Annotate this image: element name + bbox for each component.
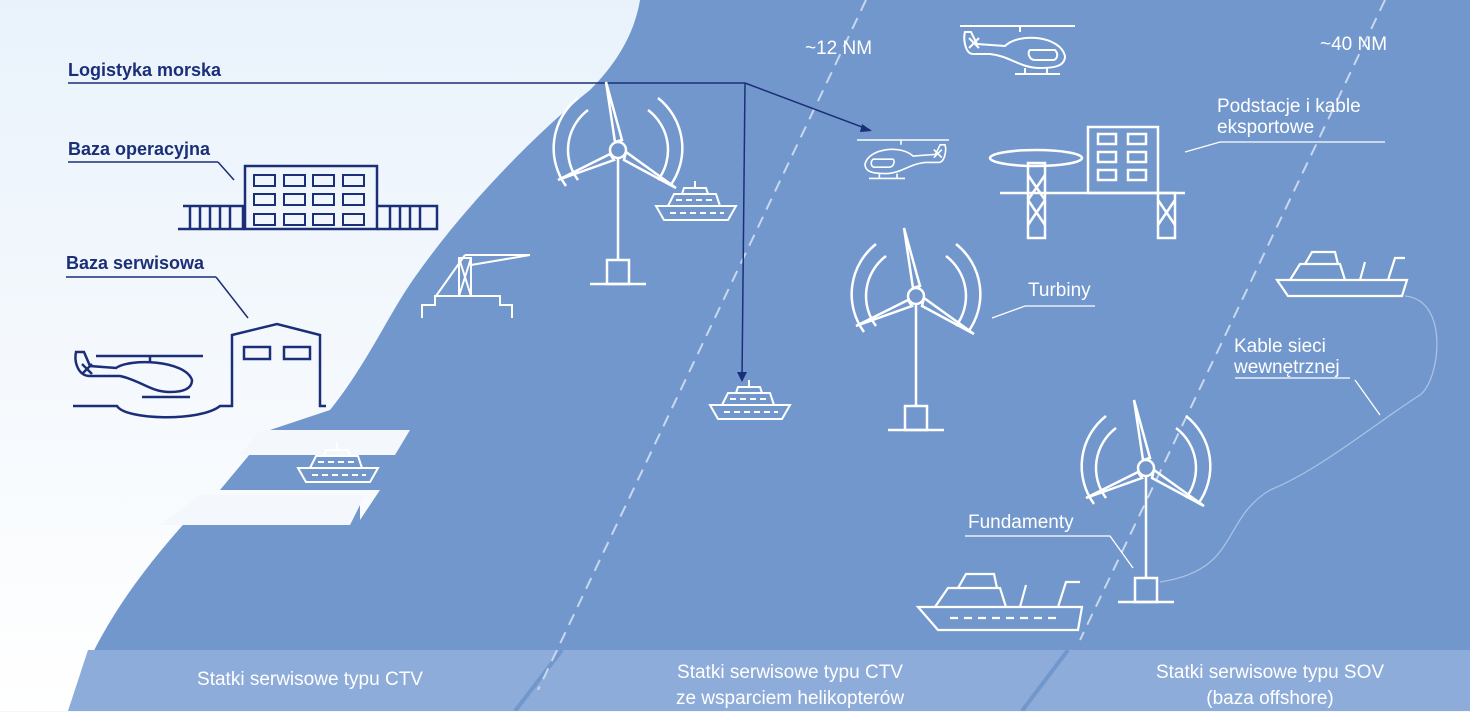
logistics-connector bbox=[68, 82, 871, 381]
substations-label-line2: eksportowe bbox=[1217, 117, 1315, 138]
40nm-boundary bbox=[1079, 0, 1386, 641]
substations-label: Podstacje i kable eksportowe bbox=[1217, 96, 1361, 138]
12nm-label: ~12 NM bbox=[805, 38, 873, 59]
zone-divider bbox=[513, 648, 564, 711]
zone-ctv-heli-subtitle: ze wsparciem helikopterów bbox=[675, 688, 905, 709]
service-base-pointer bbox=[66, 276, 249, 319]
substation-icon bbox=[988, 125, 1185, 240]
zone-sov: Statki serwisowe typu SOV (baza offshore… bbox=[1080, 660, 1460, 712]
substations-label-line1: Podstacje i kable bbox=[1217, 96, 1361, 117]
array-cables-label-line1: Kable sieci bbox=[1234, 336, 1326, 357]
foundations-label: Fundamenty bbox=[968, 512, 1074, 533]
operations-base-label: Baza operacyjna bbox=[68, 139, 211, 159]
pier bbox=[160, 495, 365, 525]
zone-divider bbox=[1020, 648, 1070, 711]
zone-ctv-heli-title: Statki serwisowe typu CTV bbox=[677, 662, 903, 683]
zone-ctv-heli: Statki serwisowe typu CTV ze wsparciem h… bbox=[600, 660, 980, 712]
40nm-label: ~40 NM bbox=[1320, 34, 1388, 55]
service-base-label: Baza serwisowa bbox=[66, 253, 205, 273]
operations-base-pointer bbox=[68, 161, 235, 181]
12nm-boundary bbox=[537, 0, 867, 691]
zone-band bbox=[68, 650, 1470, 711]
sov-ship-icon bbox=[1274, 250, 1409, 298]
turbines-label: Turbiny bbox=[1028, 280, 1091, 301]
sov-ship-icon bbox=[915, 572, 1084, 632]
pier bbox=[240, 430, 410, 455]
array-cables-label: Kable sieci wewnętrznej bbox=[1234, 336, 1340, 378]
zone-sov-subtitle: (baza offshore) bbox=[1206, 688, 1334, 709]
port-crane-icon bbox=[421, 254, 531, 318]
array-cables-label-line2: wewnętrznej bbox=[1234, 357, 1340, 378]
sea-area bbox=[68, 0, 1470, 711]
service-base-icon bbox=[73, 322, 326, 419]
logistics-label: Logistyka morska bbox=[68, 60, 222, 80]
zone-sov-title: Statki serwisowe typu SOV bbox=[1155, 662, 1385, 683]
zone-ctv: Statki serwisowe typu CTV bbox=[130, 667, 490, 693]
label-pointers bbox=[965, 141, 1438, 583]
zone-ctv-title: Statki serwisowe typu CTV bbox=[197, 669, 423, 690]
operations-base-icon bbox=[178, 164, 439, 231]
